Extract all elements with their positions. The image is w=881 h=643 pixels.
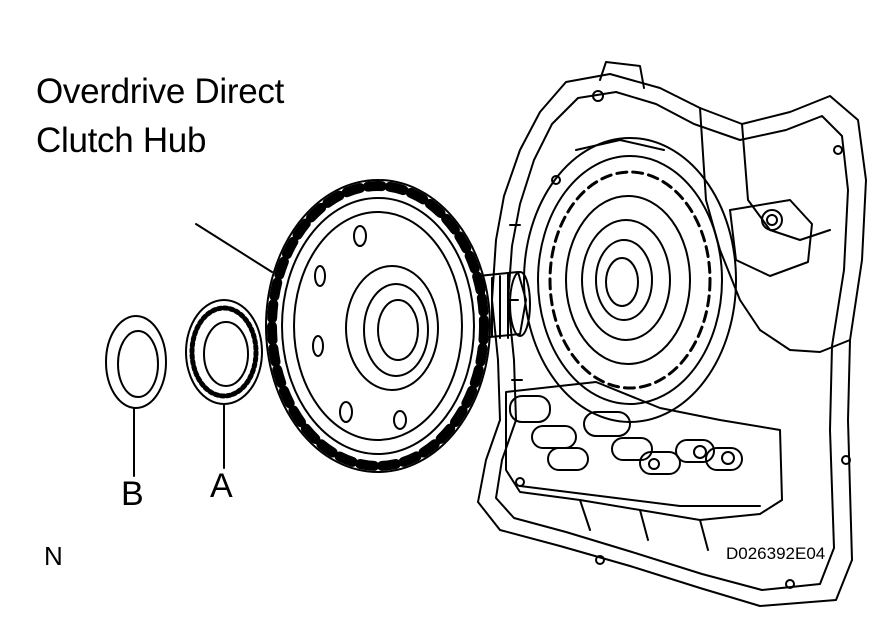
thrust-washer-b: [105, 315, 167, 409]
valve-body: [505, 381, 783, 551]
thrust-bearing-a: [185, 299, 263, 405]
figure-code: D026392E04: [726, 544, 826, 563]
title-line-1: Overdrive Direct: [36, 72, 285, 111]
hub-leader-line: [195, 223, 273, 273]
transmission-case: [477, 61, 867, 607]
title-line-2: Clutch Hub: [36, 121, 207, 160]
part-b-label: B: [121, 475, 144, 513]
part-a-label: A: [210, 467, 233, 505]
corner-mark: N: [44, 541, 63, 571]
clutch-drum: [523, 137, 737, 423]
overdrive-direct-clutch-hub: [265, 179, 491, 473]
